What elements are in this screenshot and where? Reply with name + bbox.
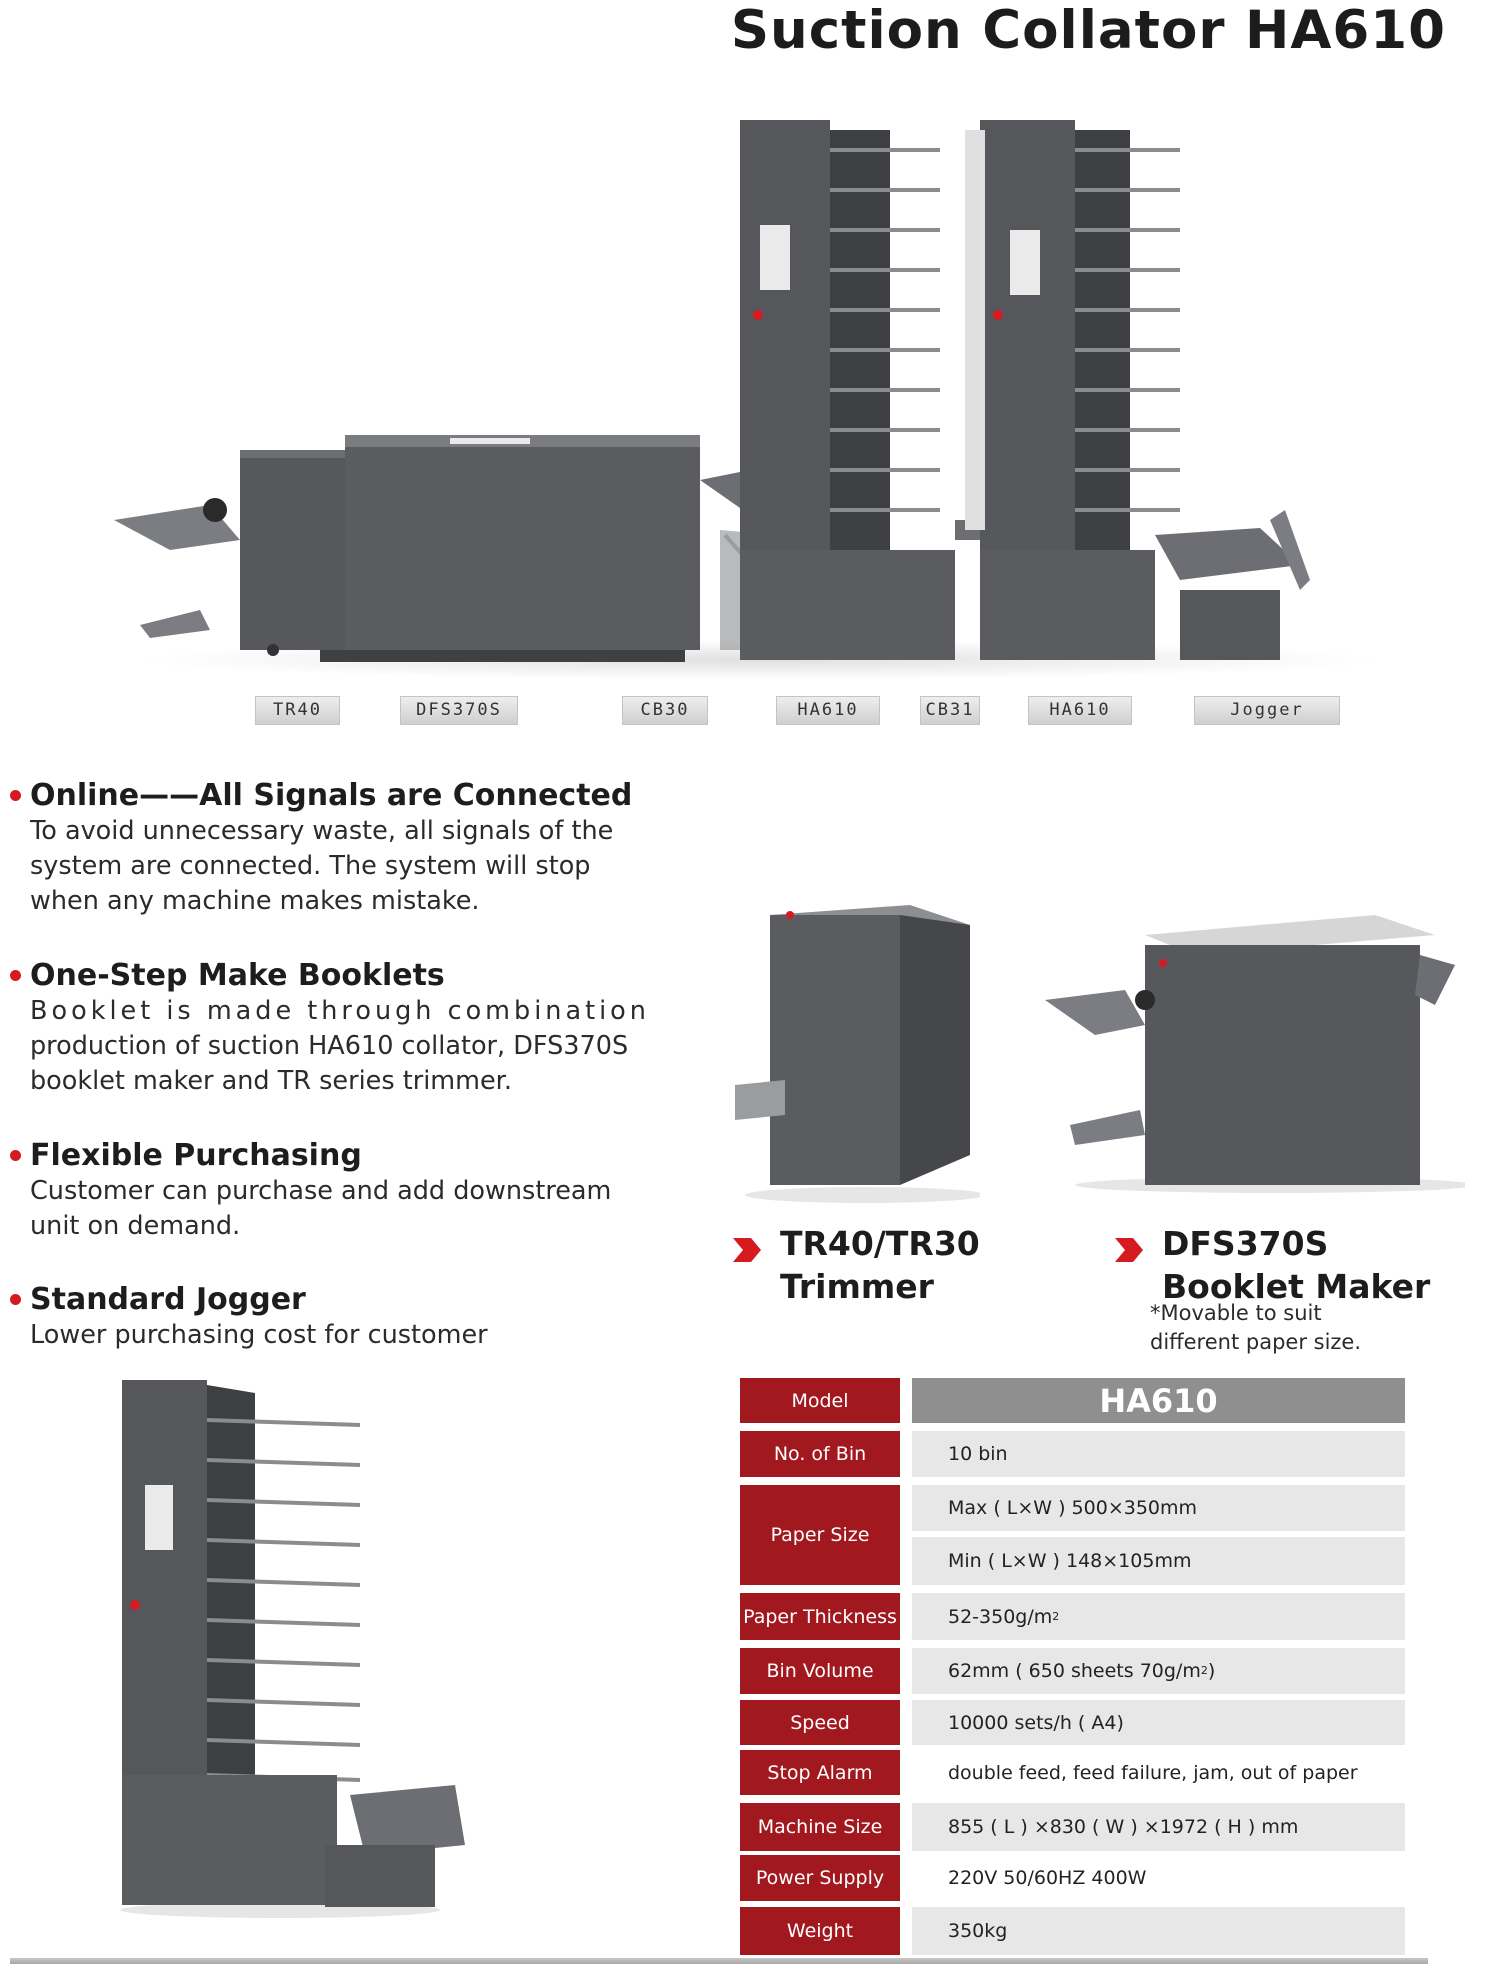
spec-value-bins: 10 bin	[912, 1431, 1405, 1477]
trimmer-callout-line2: Trimmer	[780, 1267, 934, 1306]
machine-label-ha610-1: HA610	[776, 696, 880, 725]
feature-line: Booklet is made through combination	[30, 996, 650, 1026]
spec-value-weight: 350kg	[912, 1907, 1405, 1955]
feature-line: booklet maker and TR series trimmer.	[30, 1066, 512, 1096]
spec-label-weight: Weight	[740, 1907, 900, 1955]
booklet-callout-line1: DFS370S	[1162, 1224, 1329, 1263]
booklet-note-line1: *Movable to suit	[1150, 1301, 1322, 1325]
feature-jogger: Standard Jogger Lower purchasing cost fo…	[10, 1282, 690, 1353]
machine-label-tr40: TR40	[255, 696, 340, 725]
feature-heading: Online——All Signals are Connected	[30, 778, 633, 813]
feature-line: Lower purchasing cost for customer	[30, 1320, 488, 1350]
ha610-jogger-image	[120, 1380, 465, 1918]
spec-label-speed: Speed	[740, 1700, 900, 1745]
spec-label-size: Machine Size	[740, 1803, 900, 1851]
spec-value-paper-size-max: Max ( L×W ) 500×350mm	[912, 1485, 1405, 1531]
spec-row-weight: Weight 350kg	[740, 1907, 1405, 1955]
spec-label-thickness: Paper Thickness	[740, 1593, 900, 1640]
machine-label-ha610-2: HA610	[1028, 696, 1132, 725]
spec-row-model: Model HA610	[740, 1378, 1405, 1423]
booklet-callout-line2: Booklet Maker	[1162, 1267, 1431, 1306]
spec-row-speed: Speed 10000 sets/h ( A4)	[740, 1700, 1405, 1745]
bullet-icon	[10, 790, 21, 801]
feature-line: Customer can purchase and add downstream	[30, 1176, 612, 1206]
spec-row-size: Machine Size 855 ( L ) ×830 ( W ) ×1972 …	[740, 1803, 1405, 1851]
spec-value-volume-text: 62mm ( 650 sheets 70g/m	[948, 1660, 1201, 1682]
spec-value-power: 220V 50/60HZ 400W	[912, 1855, 1405, 1901]
spec-value-alarm: double feed, feed failure, jam, out of p…	[912, 1750, 1405, 1795]
machine-label-jogger: Jogger	[1194, 696, 1340, 725]
feature-booklets: One-Step Make Booklets Booklet is made t…	[10, 958, 690, 1099]
machine-label-dfs370s: DFS370S	[400, 696, 518, 725]
booklet-note: *Movable to suit different paper size.	[1150, 1299, 1361, 1357]
feature-line: system are connected. The system will st…	[30, 851, 591, 881]
feature-heading: Standard Jogger	[30, 1282, 306, 1317]
spec-value-paper-size-min: Min ( L×W ) 148×105mm	[912, 1537, 1405, 1585]
booklet-maker-image	[1045, 915, 1465, 1193]
spec-row-power: Power Supply 220V 50/60HZ 400W	[740, 1855, 1405, 1901]
machine-label-cb31: CB31	[920, 696, 980, 725]
booklet-note-line2: different paper size.	[1150, 1330, 1362, 1354]
spec-row-bins: No. of Bin 10 bin	[740, 1431, 1405, 1477]
bullet-icon	[10, 1294, 21, 1305]
spec-label-power: Power Supply	[740, 1855, 900, 1901]
chevron-right-icon	[733, 1238, 761, 1262]
spec-label-paper-size: Paper Size	[740, 1485, 900, 1585]
feature-line: production of suction HA610 collator, DF…	[30, 1031, 629, 1061]
spec-label-model: Model	[740, 1378, 900, 1423]
bottom-divider	[10, 1958, 1428, 1964]
machine-labels: TR40 DFS370S CB30 HA610 CB31 HA610 Jogge…	[0, 696, 1488, 726]
trimmer-callout: TR40/TR30 Trimmer	[780, 1222, 980, 1308]
spec-value-size: 855 ( L ) ×830 ( W ) ×1972 ( H ) mm	[912, 1803, 1405, 1851]
feature-online: Online——All Signals are Connected To avo…	[10, 778, 690, 919]
feature-heading: Flexible Purchasing	[30, 1138, 362, 1173]
spec-label-alarm: Stop Alarm	[740, 1750, 900, 1795]
bullet-icon	[10, 970, 21, 981]
spec-label-volume: Bin Volume	[740, 1648, 900, 1694]
bullet-icon	[10, 1150, 21, 1161]
trimmer-callout-line1: TR40/TR30	[780, 1224, 980, 1263]
feature-line: To avoid unnecessary waste, all signals …	[30, 816, 614, 846]
spec-value-volume-close: )	[1207, 1660, 1216, 1682]
feature-line: unit on demand.	[30, 1211, 241, 1241]
feature-line: when any machine makes mistake.	[30, 886, 480, 916]
page-title: Suction Collator HA610	[730, 0, 1446, 61]
spec-value-speed: 10000 sets/h ( A4)	[912, 1700, 1405, 1745]
spec-row-paper-size: Paper Size Max ( L×W ) 500×350mm Min ( L…	[740, 1485, 1405, 1585]
machine-label-cb30: CB30	[622, 696, 708, 725]
booklet-callout: DFS370S Booklet Maker	[1162, 1222, 1430, 1308]
spec-value-model: HA610	[912, 1378, 1405, 1423]
feature-heading: One-Step Make Booklets	[30, 958, 445, 993]
spec-label-bins: No. of Bin	[740, 1431, 900, 1477]
feature-purchasing: Flexible Purchasing Customer can purchas…	[10, 1138, 690, 1244]
spec-value-thickness-text: 52-350g/m	[948, 1605, 1053, 1628]
trimmer-image	[735, 905, 980, 1203]
spec-row-alarm: Stop Alarm double feed, feed failure, ja…	[740, 1750, 1405, 1795]
product-line-image	[114, 120, 1310, 662]
chevron-right-icon	[1115, 1238, 1143, 1262]
